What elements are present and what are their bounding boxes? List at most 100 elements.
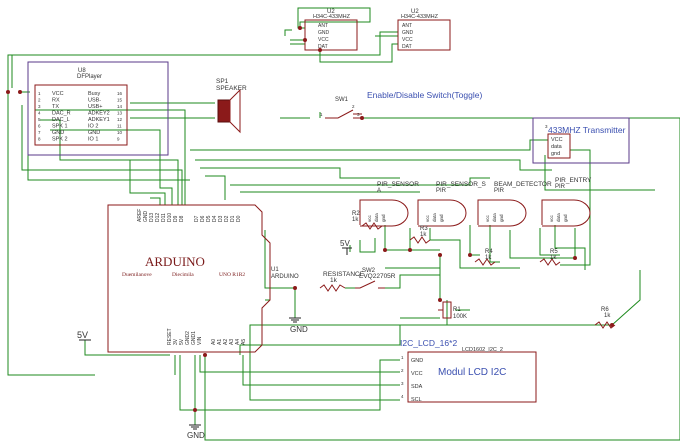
u8-dfplayer: U8 DFPlayer VCC RX TX DAC_R DAC_L SPK 1 … <box>27 61 169 156</box>
pir-pin: data <box>374 213 379 222</box>
pir-sub: A <box>377 188 381 194</box>
u8-left-pin: TX <box>52 104 59 110</box>
u8-ref: U8 <box>78 68 86 74</box>
pir-entry: PIR_ENTRY PIR vcc data gnd <box>541 177 592 227</box>
sp1-name: SPEAKER <box>216 85 247 92</box>
arduino-top-pin: D1 <box>230 215 236 222</box>
r2-ref: R2 <box>352 211 360 217</box>
u2a-pin-gnd: GND <box>318 30 330 36</box>
r6-ref: R6 <box>601 307 609 313</box>
u2b-pin-vcc: VCC <box>402 37 413 43</box>
v5-label: 5V <box>77 330 88 340</box>
arduino-top-pin: D8 <box>179 215 185 222</box>
r5-val: 1k <box>550 255 557 261</box>
tx-num: 3 <box>545 124 548 129</box>
u8-right-num: 12 <box>117 117 123 122</box>
lcd-pin-num: 2 <box>401 368 404 373</box>
u2b-pin-gnd: GND <box>402 30 414 36</box>
arduino-bottom-pin: A5 <box>241 339 247 345</box>
lcd-subtitle: LCD1602_I2C_2 <box>462 347 503 353</box>
u8-right-pin: Busy <box>88 91 100 97</box>
pir-sub: PIR <box>436 188 447 194</box>
u8-left-num: 8 <box>38 137 41 142</box>
u8-left-pin: GND <box>52 130 64 136</box>
r4-val: 1k <box>485 255 492 261</box>
pir-sensor-s: PIR_SENSOR_S PIR vcc data gnd <box>417 181 487 227</box>
u2a-ref: U2 <box>327 9 335 15</box>
u8-left-pin: DAC_R <box>52 111 71 117</box>
u2a-pin-ant: ANT <box>318 23 328 29</box>
u8-left-pin: DAC_L <box>52 117 70 123</box>
pir-pin: data <box>556 213 561 222</box>
arduino-bottom-pin: 5V <box>179 338 185 345</box>
resistor-r3: R3 1k <box>409 226 431 244</box>
tx-pin-gnd: gnd <box>551 151 560 157</box>
pir-pin: vcc <box>485 215 490 223</box>
arduino-name: ARDUINO <box>271 274 299 280</box>
r5-ref: R5 <box>550 249 558 255</box>
u8-left-num: 2 <box>38 98 41 103</box>
u8-right-num: 15 <box>117 98 123 103</box>
arduino-top-pin: D12 <box>155 213 161 222</box>
u8-left-pin: SPK 1 <box>52 124 68 130</box>
arduino-bottom-pin: 3V <box>173 338 179 345</box>
pir-sub: PIR <box>555 184 566 190</box>
arduino-variant: UNO R1R2 <box>219 272 245 278</box>
lcd-i2c-module: I2C_LCD_16*2 LCD1602_I2C_2 Modul LCD I2C… <box>400 338 537 403</box>
r6-val: 1k <box>604 313 611 319</box>
resistor-r1-potentiometer: R1 100K <box>438 301 467 320</box>
u8-right-pin: GND <box>88 130 100 136</box>
sw1-caption: Enable/Disable Switch(Toggle) <box>367 90 482 100</box>
arduino-bottom-pin: RESET <box>167 328 173 345</box>
u8-right-num: 16 <box>117 91 123 96</box>
u8-right-num: 9 <box>117 137 120 142</box>
pir-sub: PIR <box>494 188 505 194</box>
arduino-bottom-pin: GND1 <box>191 331 197 345</box>
arduino-title: ARDUINO <box>145 254 205 269</box>
arduino-top-pin: D9 <box>173 215 179 222</box>
pir-pin: gnd <box>381 214 386 222</box>
resistor-r4: R4 1k <box>474 249 496 266</box>
resistor-r2: R2 1k <box>352 211 383 230</box>
tx-pin-vcc: VCC <box>551 137 563 143</box>
rr-ref: RESISTANCE <box>323 271 365 278</box>
sw2-ref: SW2 <box>362 268 376 274</box>
arduino-top-pin: GND <box>143 211 149 223</box>
pir-pin: data <box>492 213 497 222</box>
u8-left-pin: VCC <box>52 91 64 97</box>
lcd-pin-num: 4 <box>401 394 404 399</box>
sw1-toggle-switch: SW1 1 2 3 Enable/Disable Switch(Toggle) <box>320 90 482 119</box>
gnd-label: GND <box>187 431 205 440</box>
arduino-bottom-pin: A4 <box>235 339 241 345</box>
pir-name: PIR_SENSOR <box>377 181 419 188</box>
gnd-label: GND <box>290 325 308 334</box>
u8-name: DFPlayer <box>77 74 102 80</box>
pir-name: PIR_ENTRY <box>555 177 592 184</box>
v5-label: 5V <box>340 239 350 248</box>
power-5v-mid: 5V <box>340 239 352 255</box>
tx-title: 433MHZ Transmitter <box>548 125 626 135</box>
arduino-u1: AREF GND D13 D12 D11 D10 D9 D8 D7 D6 D5 … <box>107 204 299 353</box>
sw1-pin: 2 <box>352 104 355 109</box>
u8-left-num: 1 <box>38 91 41 96</box>
u8-right-num: 14 <box>117 104 123 109</box>
arduino-top-pin: D2 <box>224 215 230 222</box>
u8-right-pin: USB- <box>88 98 101 104</box>
pir-pin: gnd <box>563 214 568 222</box>
power-5v-left: 5V <box>77 330 91 341</box>
pir-pin: gnd <box>439 214 444 222</box>
sw1-pin: 3 <box>357 112 360 117</box>
arduino-top-pin: D11 <box>161 213 167 222</box>
arduino-bottom-pin: A0 <box>211 339 217 345</box>
u8-left-num: 7 <box>38 130 41 135</box>
wires <box>7 7 680 441</box>
pir-pin: gnd <box>499 214 504 222</box>
u8-left-num: 5 <box>38 117 41 122</box>
u2a-name: H34C-433MHZ <box>313 14 351 20</box>
arduino-bottom-pin: GND2 <box>185 331 191 345</box>
resistor-resistance: RESISTANCE 1k <box>319 271 365 292</box>
arduino-top-pin: D7 <box>194 215 200 222</box>
pir-sensor-a: PIR_SENSOR A vcc data gnd <box>359 181 419 227</box>
r1-val: 100K <box>453 314 467 320</box>
tx-pin-data: data <box>551 144 563 150</box>
